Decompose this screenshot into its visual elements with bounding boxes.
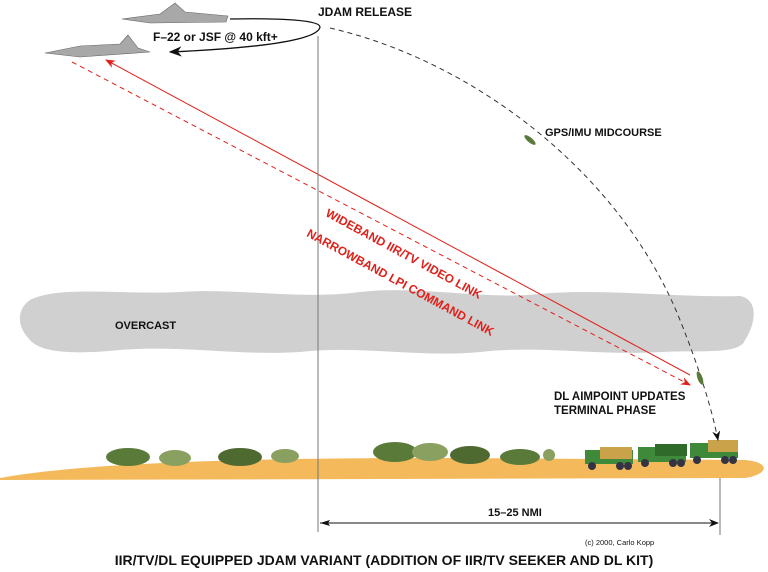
jdam-trajectory bbox=[329, 27, 721, 441]
aircraft-lower bbox=[44, 34, 151, 58]
range-label: 15–25 NMI bbox=[488, 507, 542, 519]
aimpoint-label: DL AIMPOINT UPDATES bbox=[554, 391, 686, 403]
aircraft-upper bbox=[121, 2, 229, 24]
diagram-title: IIR/TV/DL EQUIPPED JDAM VARIANT (ADDITIO… bbox=[114, 552, 654, 568]
overcast-label: OVERCAST bbox=[115, 320, 177, 332]
target-trucks bbox=[585, 440, 738, 470]
bushes bbox=[106, 442, 555, 466]
jdam-bomb-icon bbox=[524, 135, 704, 385]
ground bbox=[0, 458, 764, 480]
terminal-phase-label: TERMINAL PHASE bbox=[554, 405, 657, 417]
aircraft-turn-arrow bbox=[168, 18, 321, 57]
aircraft-label: F–22 or JSF @ 40 kft+ bbox=[153, 30, 278, 44]
jdam-release-label: JDAM RELEASE bbox=[318, 5, 413, 19]
wideband-video-link bbox=[105, 59, 691, 376]
midcourse-label: GPS/IMU MIDCOURSE bbox=[545, 127, 662, 139]
copyright-label: (c) 2000, Carlo Kopp bbox=[585, 538, 655, 547]
overcast-cloud bbox=[19, 290, 754, 354]
